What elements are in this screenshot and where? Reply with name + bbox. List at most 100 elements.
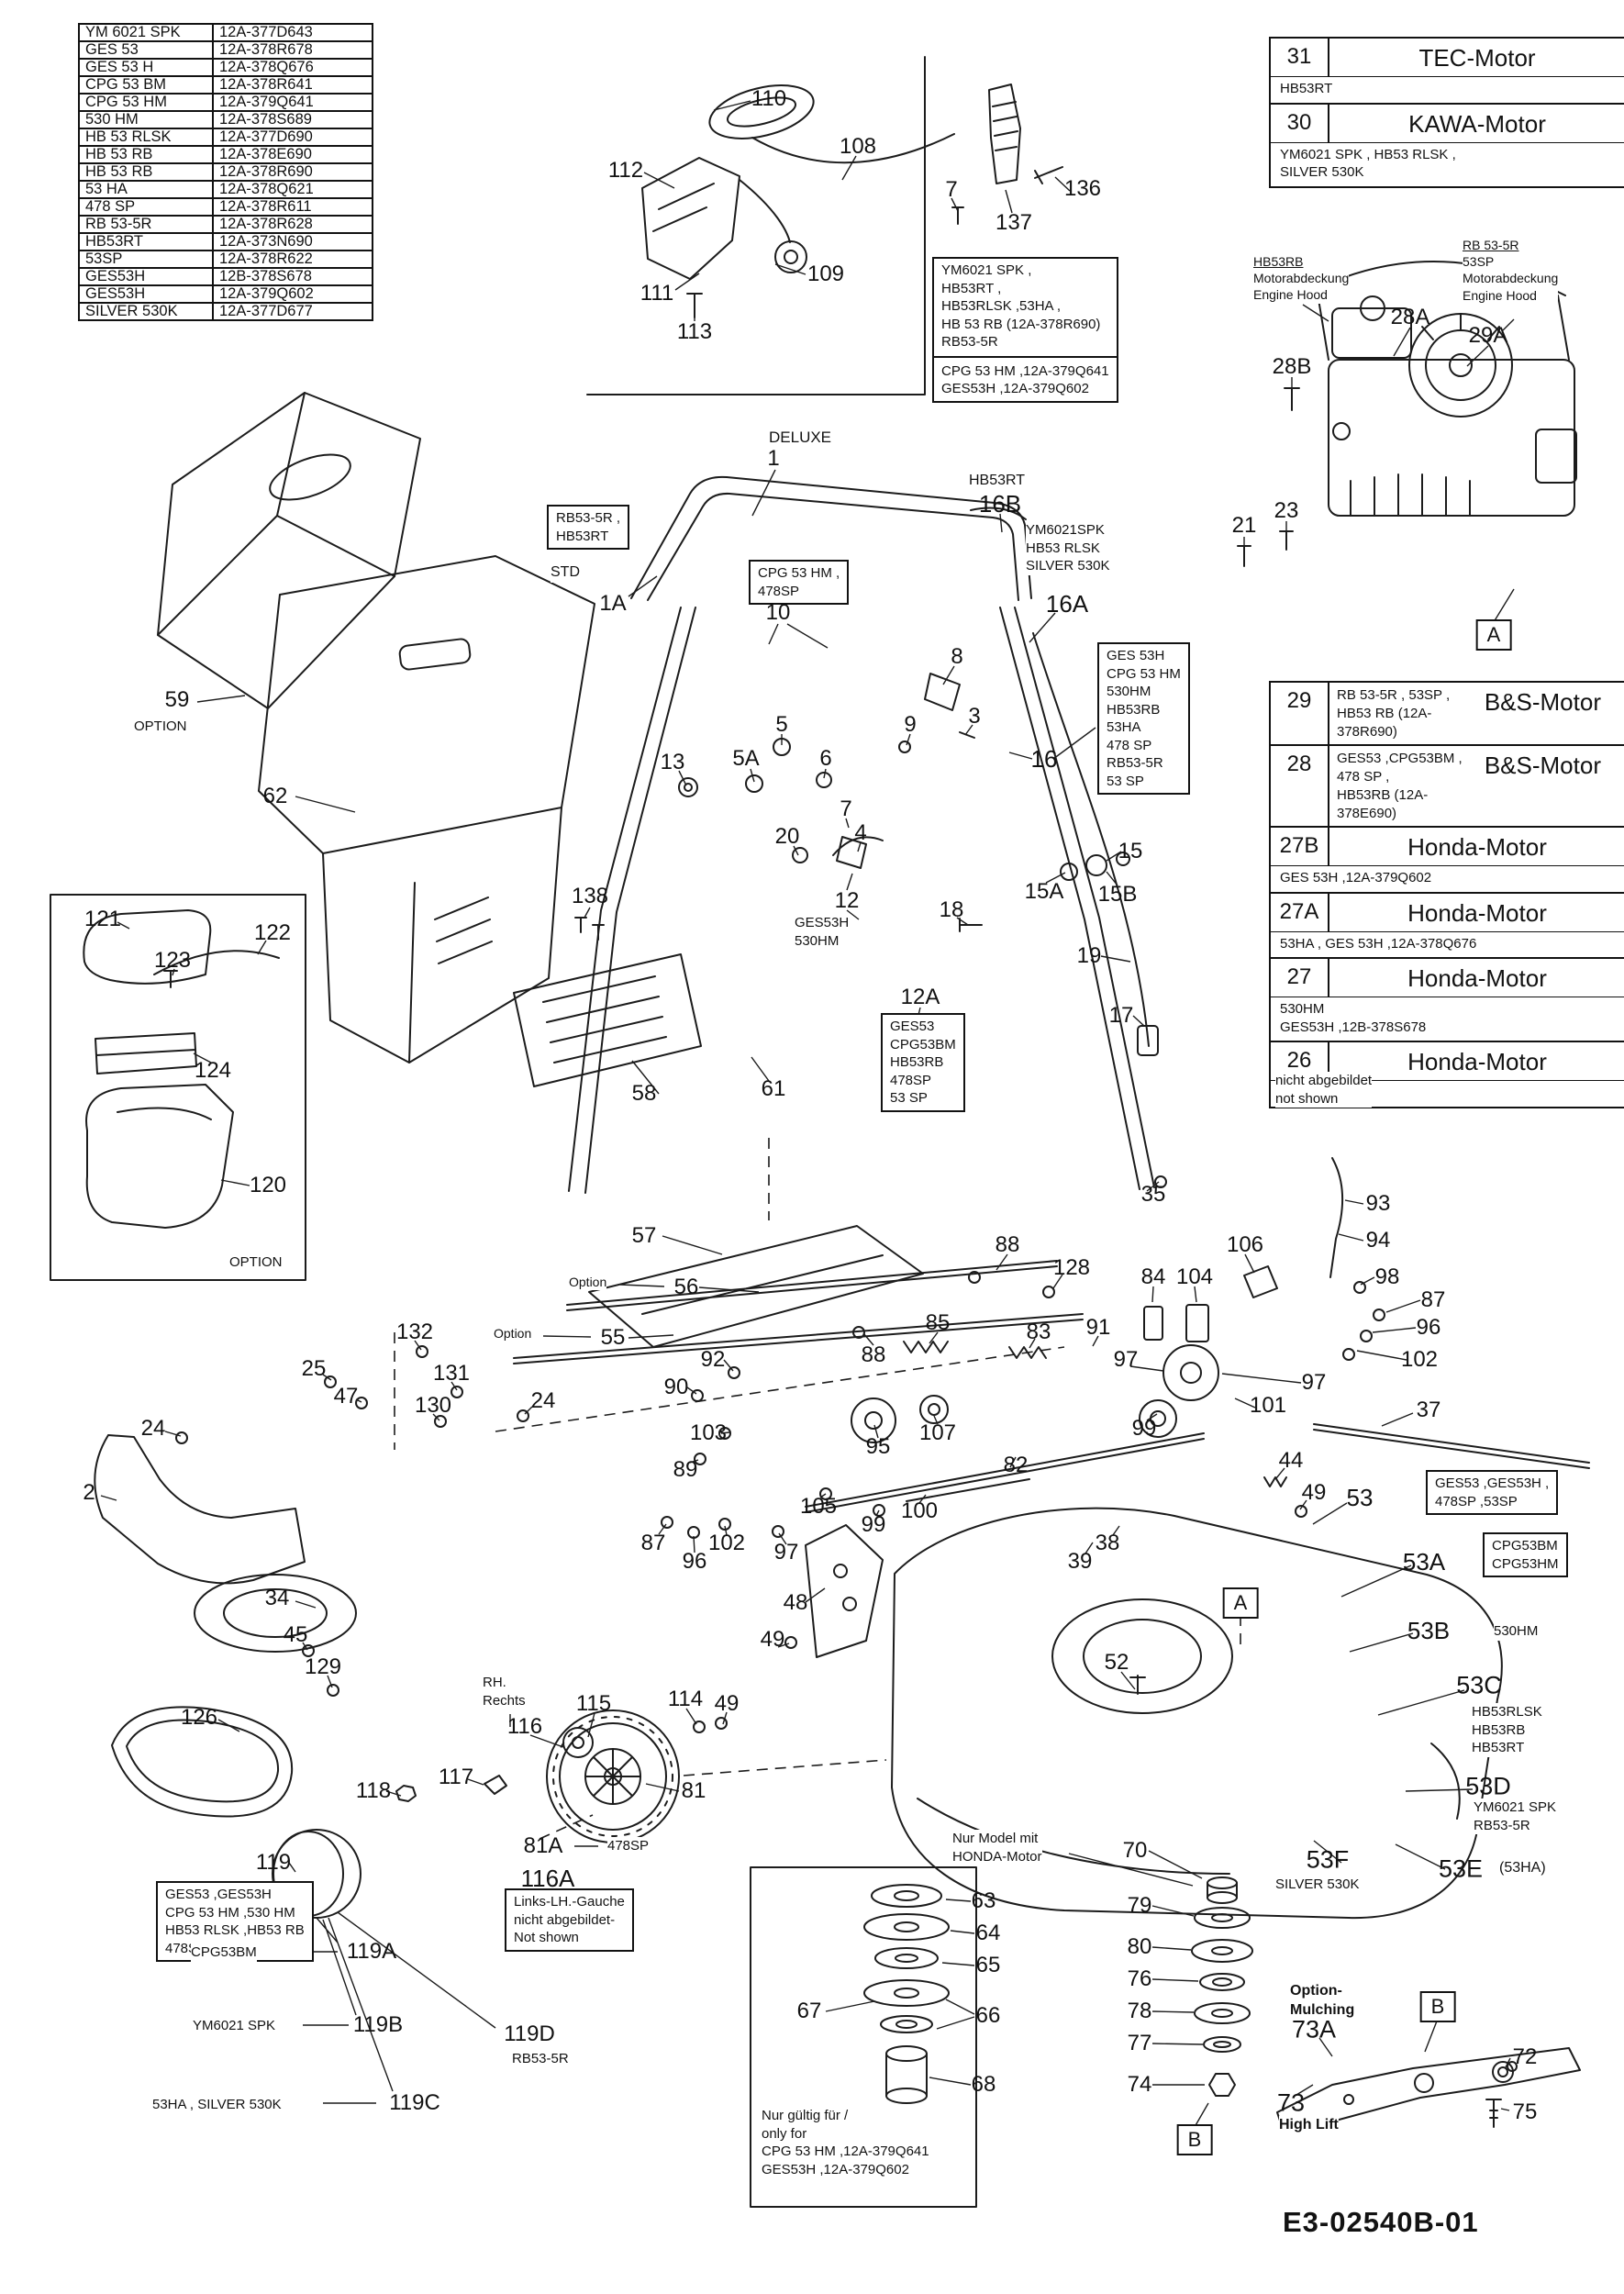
callout-117: 117 bbox=[438, 1765, 474, 1789]
callout-78: 78 bbox=[1127, 1999, 1152, 2023]
callout-80: 80 bbox=[1127, 1934, 1152, 1959]
callout-136: 136 bbox=[1063, 176, 1102, 201]
callout-87: 87 bbox=[1420, 1287, 1446, 1312]
callout-45: 45 bbox=[283, 1622, 308, 1647]
note-option-55: Option bbox=[494, 1325, 532, 1342]
model-table-cell: 12A-378R678 bbox=[212, 40, 373, 60]
callout-23: 23 bbox=[1274, 498, 1299, 523]
callout-97: 97 bbox=[1301, 1370, 1327, 1395]
motor-row-name: Honda-Motor bbox=[1407, 964, 1547, 992]
callout-93: 93 bbox=[1365, 1191, 1391, 1216]
callout-98: 98 bbox=[1374, 1264, 1400, 1289]
motor-row-models: YM6021 SPK , HB53 RLSK ,SILVER 530K bbox=[1280, 146, 1456, 181]
note-119a-model: CPG53BM bbox=[191, 1943, 257, 1962]
callout-119C: 119C bbox=[389, 2090, 440, 2115]
callout-53C: 53C bbox=[1456, 1671, 1502, 1699]
callout-94: 94 bbox=[1365, 1228, 1391, 1253]
callout-9: 9 bbox=[904, 712, 917, 737]
grass-bag bbox=[157, 392, 421, 709]
model-table-cell: 12A-378R628 bbox=[212, 215, 373, 234]
model-table-cell: 12A-378R611 bbox=[212, 197, 373, 217]
model-table-cell: RB 53-5R bbox=[78, 215, 214, 234]
callout-63: 63 bbox=[971, 1888, 996, 1913]
callout-96: 96 bbox=[682, 1549, 707, 1574]
callout-114: 114 bbox=[667, 1687, 704, 1711]
callout-16: 16 bbox=[1030, 745, 1058, 773]
callout-111: 111 bbox=[640, 281, 674, 306]
model-table-cell: 12A-378E690 bbox=[212, 145, 373, 164]
callout-15B: 15B bbox=[1097, 882, 1138, 907]
spacer-disc-box bbox=[750, 1866, 977, 2208]
note-option-120: OPTION bbox=[229, 1253, 283, 1272]
model-table-cell: HB 53 RLSK bbox=[78, 128, 214, 147]
callout-95: 95 bbox=[865, 1434, 891, 1459]
callout-49: 49 bbox=[760, 1627, 785, 1652]
model-table-cell: HB 53 RB bbox=[78, 162, 214, 182]
callout-88: 88 bbox=[995, 1232, 1020, 1257]
handle-hardware bbox=[574, 673, 1130, 941]
callout-110: 110 bbox=[751, 86, 787, 111]
model-table-cell: 12A-378R622 bbox=[212, 250, 373, 269]
callout-73A: 73A bbox=[1291, 2015, 1337, 2043]
model-table-cell: 12A-379Q602 bbox=[212, 284, 373, 304]
callout-99: 99 bbox=[861, 1512, 886, 1537]
ref-box-B: B bbox=[1176, 2124, 1213, 2155]
callout-115: 115 bbox=[575, 1691, 612, 1716]
doc-number: E3-02540B-01 bbox=[1283, 2206, 1479, 2238]
callout-61: 61 bbox=[761, 1076, 786, 1101]
callout-91: 91 bbox=[1085, 1315, 1111, 1340]
callout-7: 7 bbox=[840, 796, 852, 821]
callout-39: 39 bbox=[1067, 1549, 1093, 1574]
callout-131: 131 bbox=[432, 1361, 471, 1386]
callout-7: 7 bbox=[945, 177, 958, 202]
callout-119: 119 bbox=[255, 1850, 292, 1875]
callout-35: 35 bbox=[1140, 1182, 1166, 1207]
model-table-cell: HB53RT bbox=[78, 232, 214, 251]
model-table-cell: 530 HM bbox=[78, 110, 214, 129]
control-cable bbox=[1032, 632, 1159, 1056]
model-table-cell: SILVER 530K bbox=[78, 302, 214, 321]
note-std: STD bbox=[551, 563, 580, 583]
note-highlift: High Lift bbox=[1279, 2116, 1339, 2135]
callout-77: 77 bbox=[1127, 2031, 1152, 2055]
callout-84: 84 bbox=[1140, 1264, 1166, 1289]
callout-56: 56 bbox=[673, 1275, 699, 1299]
note-119c-model: 53HA , SILVER 530K bbox=[152, 2096, 282, 2114]
motor-row-name: Honda-Motor bbox=[1407, 898, 1547, 927]
callout-68: 68 bbox=[971, 2072, 996, 2097]
model-table-cell: 12A-377D677 bbox=[212, 302, 373, 321]
callout-105: 105 bbox=[799, 1494, 838, 1519]
model-table-cell: 12A-378R690 bbox=[212, 162, 373, 182]
engine-illustration bbox=[1237, 261, 1577, 567]
mower-deck bbox=[891, 1507, 1503, 1920]
note-10-models: CPG 53 HM ,478SP bbox=[749, 560, 850, 605]
callout-53D: 53D bbox=[1465, 1772, 1511, 1800]
note-53e-models: (53HA) bbox=[1499, 1859, 1546, 1878]
callout-53E: 53E bbox=[1438, 1854, 1484, 1883]
drive-parts bbox=[851, 1157, 1344, 1443]
